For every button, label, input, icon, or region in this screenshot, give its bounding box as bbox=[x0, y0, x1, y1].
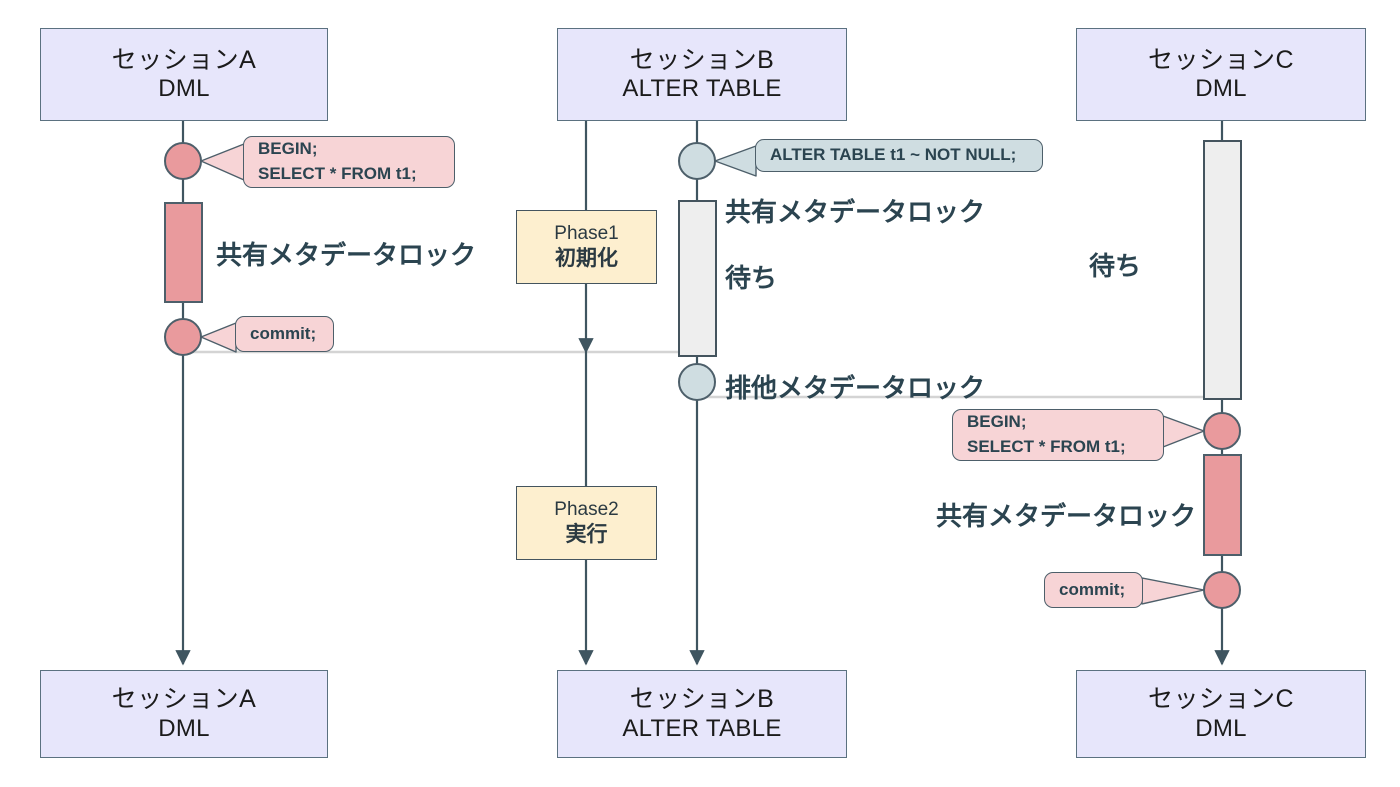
session-b-bottom-subtitle: ALTER TABLE bbox=[622, 714, 782, 742]
phase2-box[interactable]: Phase2 実行 bbox=[516, 486, 657, 560]
callout-tail-c-commit bbox=[1141, 577, 1205, 605]
commit-node-a bbox=[164, 318, 202, 356]
annotation-a-shared-lock: 共有メタデータロック bbox=[216, 240, 477, 270]
session-a-bottom-subtitle: DML bbox=[158, 714, 210, 742]
callout-a-commit[interactable]: commit; bbox=[235, 316, 334, 352]
wait-bar-c bbox=[1203, 140, 1242, 400]
session-box-b-bottom[interactable]: セッションB ALTER TABLE bbox=[557, 670, 847, 758]
session-box-c-top[interactable]: セッションC DML bbox=[1076, 28, 1366, 121]
callout-a-begin[interactable]: BEGIN; SELECT * FROM t1; bbox=[243, 136, 455, 188]
callout-c-commit[interactable]: commit; bbox=[1044, 572, 1143, 608]
commit-node-c bbox=[1203, 571, 1241, 609]
phase2-name: Phase2 bbox=[554, 499, 619, 520]
annotation-b-shared-lock: 共有メタデータロック bbox=[725, 197, 986, 227]
annotation-b-wait: 待ち bbox=[725, 263, 778, 293]
callout-c-commit-line1: commit; bbox=[1059, 579, 1126, 599]
session-c-bottom-title: セッションC bbox=[1147, 685, 1295, 714]
annotation-c-wait: 待ち bbox=[1089, 251, 1142, 281]
session-b-bottom-title: セッションB bbox=[629, 685, 775, 714]
annotation-b-exclusive-lock: 排他メタデータロック bbox=[725, 373, 986, 403]
shared-lock-bar-a bbox=[164, 202, 203, 303]
session-box-a-bottom[interactable]: セッションA DML bbox=[40, 670, 328, 758]
session-c-bottom-subtitle: DML bbox=[1195, 714, 1247, 742]
session-c-top-subtitle: DML bbox=[1195, 75, 1247, 103]
callout-a-commit-line1: commit; bbox=[250, 323, 317, 343]
begin-node-c bbox=[1203, 412, 1241, 450]
callout-c-begin[interactable]: BEGIN; SELECT * FROM t1; bbox=[952, 409, 1164, 461]
phase2-label: 実行 bbox=[565, 522, 608, 546]
session-b-top-title: セッションB bbox=[629, 45, 775, 74]
callout-a-begin-line2: SELECT * FROM t1; bbox=[258, 164, 417, 183]
callout-c-begin-line1: BEGIN; bbox=[967, 412, 1027, 432]
callout-tail-a-commit bbox=[200, 322, 237, 353]
exclusive-lock-node-b bbox=[678, 363, 716, 401]
callout-b-alter-line1: ALTER TABLE t1 ~ NOT NULL; bbox=[770, 145, 1017, 165]
session-box-a-top[interactable]: セッションA DML bbox=[40, 28, 328, 121]
callout-tail-b-alter bbox=[714, 145, 757, 177]
session-a-top-subtitle: DML bbox=[158, 75, 210, 103]
session-c-top-title: セッションC bbox=[1147, 45, 1295, 74]
phase1-label: 初期化 bbox=[555, 246, 618, 270]
annotation-c-shared-lock: 共有メタデータロック bbox=[936, 501, 1197, 531]
phase1-box[interactable]: Phase1 初期化 bbox=[516, 210, 657, 284]
session-box-c-bottom[interactable]: セッションC DML bbox=[1076, 670, 1366, 758]
callout-b-alter[interactable]: ALTER TABLE t1 ~ NOT NULL; bbox=[755, 139, 1043, 172]
phase1-name: Phase1 bbox=[554, 223, 619, 244]
callout-a-begin-line1: BEGIN; bbox=[258, 139, 318, 159]
begin-node-a bbox=[164, 142, 202, 180]
alter-node-b bbox=[678, 142, 716, 180]
session-box-b-top[interactable]: セッションB ALTER TABLE bbox=[557, 28, 847, 121]
session-a-top-title: セッションA bbox=[111, 45, 257, 74]
callout-tail-a-begin bbox=[200, 143, 245, 181]
callout-tail-c-begin bbox=[1162, 415, 1205, 448]
session-b-top-subtitle: ALTER TABLE bbox=[622, 75, 782, 103]
session-a-bottom-title: セッションA bbox=[111, 685, 257, 714]
callout-c-begin-line2: SELECT * FROM t1; bbox=[967, 437, 1126, 456]
shared-lock-bar-c bbox=[1203, 454, 1242, 556]
wait-bar-b bbox=[678, 200, 717, 357]
